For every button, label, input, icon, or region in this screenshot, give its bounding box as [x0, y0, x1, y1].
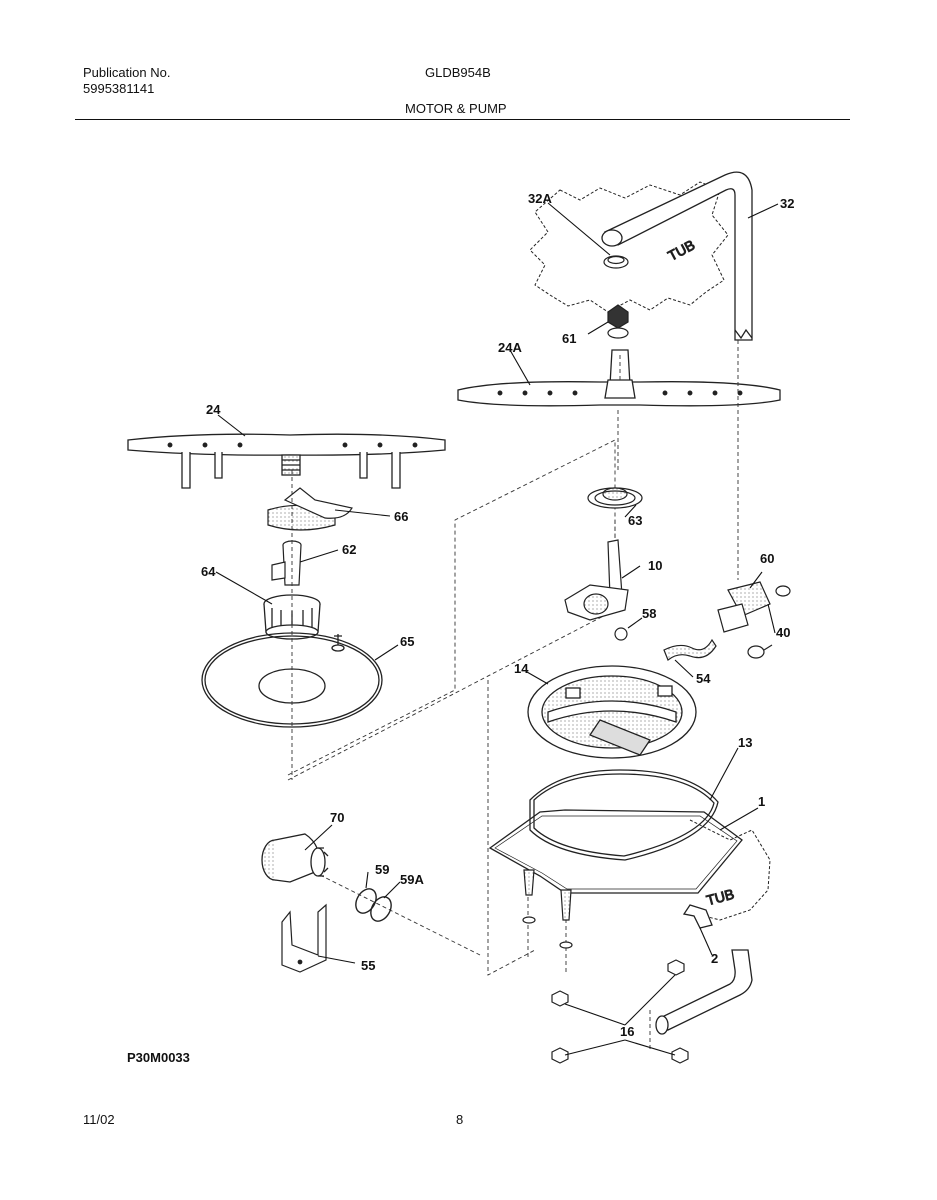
- callout-55: 55: [361, 958, 375, 973]
- callout-63: 63: [628, 513, 642, 528]
- callout-16: 16: [620, 1024, 634, 1039]
- callout-24: 24: [206, 402, 221, 417]
- upper-spray-arm-24A: [457, 349, 781, 407]
- callout-54: 54: [696, 671, 711, 686]
- callout-65: 65: [400, 634, 414, 649]
- callout-14: 14: [514, 661, 529, 676]
- page-number: 8: [456, 1112, 464, 1127]
- model-number: GLDB954B: [425, 65, 491, 80]
- callout-59A: 59A: [400, 872, 424, 887]
- publication-label: Publication No.: [83, 65, 171, 80]
- callout-59: 59: [375, 862, 389, 877]
- section-title: MOTOR & PUMP: [405, 101, 507, 116]
- callout-2: 2: [711, 951, 718, 966]
- screws-and-washers: [522, 869, 573, 949]
- callout-70: 70: [330, 810, 344, 825]
- footer-date: 11/02: [83, 1112, 115, 1127]
- callout-13: 13: [738, 735, 752, 750]
- publication-number: 5995381141: [83, 81, 155, 96]
- motor-70: [261, 833, 329, 883]
- callout-62: 62: [342, 542, 356, 557]
- pump-housing-10: [564, 539, 629, 621]
- callout-60: 60: [760, 551, 774, 566]
- chopper-66: [267, 487, 353, 531]
- tub-bottom-cutout: TUB: [689, 819, 771, 921]
- sump-14: [527, 665, 697, 759]
- callout-66: 66: [394, 509, 408, 524]
- spray-tower-62: [271, 540, 302, 586]
- tub-label-top: TUB: [665, 237, 697, 264]
- callout-58: 58: [642, 606, 656, 621]
- mounting-bracket-1: [488, 809, 743, 894]
- tub-label-bottom: TUB: [705, 886, 736, 909]
- spray-nut-61: [607, 304, 629, 339]
- check-ball-58: [614, 627, 628, 641]
- spray-arm-supply-pipe-32: [601, 171, 753, 341]
- diagram-code: P30M0033: [127, 1050, 190, 1065]
- motor-seals-59-59A: [355, 888, 392, 922]
- motor-bracket-55: [281, 903, 327, 973]
- callout-24A: 24A: [498, 340, 522, 355]
- lower-spray-arm-24: [127, 433, 446, 489]
- callout-40: 40: [776, 625, 790, 640]
- drain-pipe-2: [655, 904, 753, 1035]
- leader-lines: [215, 202, 779, 1056]
- callout-32: 32: [780, 196, 794, 211]
- header-rule: [75, 119, 850, 120]
- assembly-guide-lines: [287, 340, 739, 1050]
- gasket-40: [747, 644, 773, 659]
- gasket-13: [529, 769, 719, 861]
- water-valve-60: [717, 581, 791, 633]
- spray-arm-seal-63: [587, 487, 643, 509]
- callout-64: 64: [201, 564, 216, 579]
- grommet-32A: [603, 255, 629, 269]
- callout-10: 10: [648, 558, 662, 573]
- drain-hose-54: [663, 638, 717, 661]
- hex-nuts-16: [551, 959, 689, 1064]
- callout-1: 1: [758, 794, 765, 809]
- callout-61: 61: [562, 331, 576, 346]
- callout-32A: 32A: [528, 191, 552, 206]
